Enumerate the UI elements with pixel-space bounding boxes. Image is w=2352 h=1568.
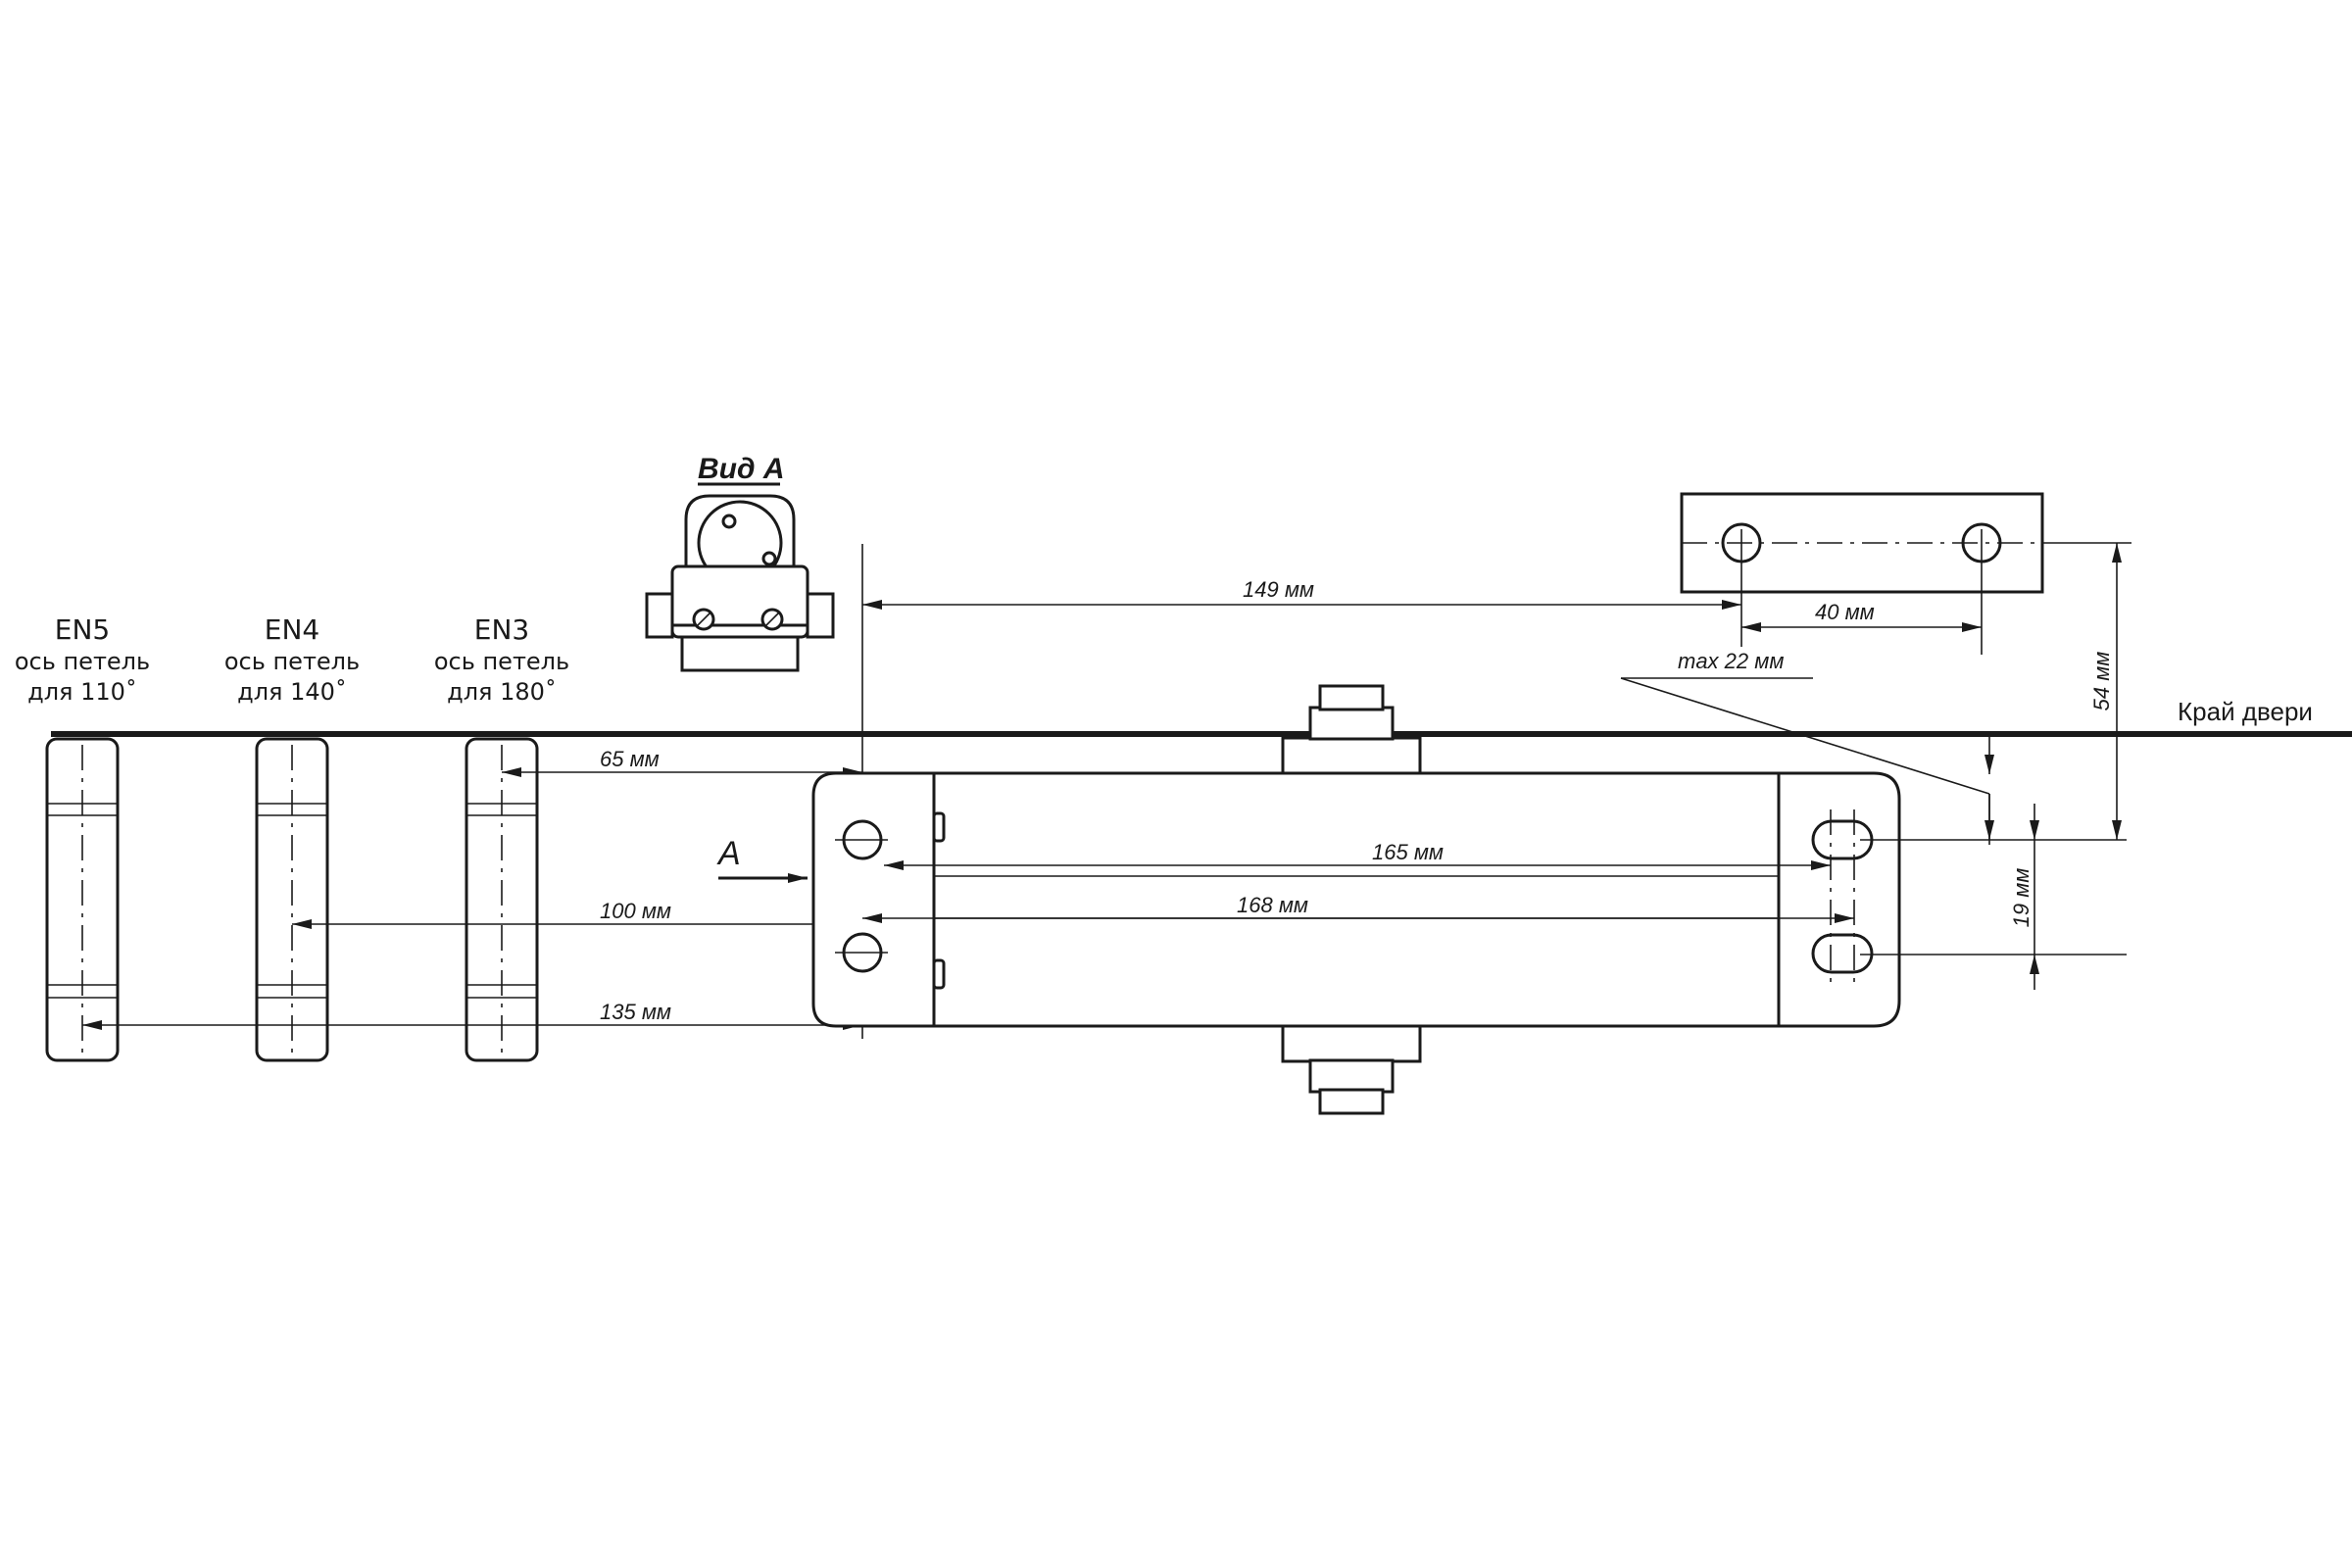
dimension-65-label: 65 мм: [600, 747, 660, 771]
dimension-max22-label: max 22 мм: [1678, 649, 1784, 673]
hinge-en5-line2: для 110˚: [27, 678, 137, 706]
hinge-en3-model: EN3: [474, 613, 529, 646]
dimension-40-label: 40 мм: [1815, 600, 1875, 624]
left-mounting-holes: [835, 819, 888, 973]
door-edge-label: Край двери: [2178, 697, 2313, 726]
hinge-en5: EN5 ось петель для 110˚: [15, 613, 150, 1062]
door-closer-body: [811, 684, 1901, 1115]
arm-shoe-plate: [1680, 492, 2044, 655]
dimension-135-label: 135 мм: [600, 1000, 671, 1024]
dimension-135: 135 мм: [82, 1000, 862, 1030]
hinge-en5-line1: ось петель: [15, 648, 150, 675]
dimension-165-label: 165 мм: [1372, 840, 1444, 864]
view-a-arrow: А: [716, 835, 808, 883]
view-a: Вид А: [645, 453, 835, 672]
dimension-168-label: 168 мм: [1237, 893, 1308, 917]
dimension-165: 165 мм: [884, 840, 1831, 870]
hinge-en3: EN3 ось петель для 180˚: [434, 613, 569, 1062]
dimension-149: 149 мм: [862, 577, 1741, 610]
dimension-40: 40 мм: [1741, 600, 1982, 632]
dimension-54-label: 54 мм: [2089, 652, 2114, 711]
dimension-19: 19 мм: [2009, 804, 2039, 990]
hinge-en3-line1: ось петель: [434, 648, 569, 675]
dimension-19-label: 19 мм: [2009, 868, 2034, 928]
dimension-149-label: 149 мм: [1243, 577, 1314, 602]
hinge-en4-line2: для 140˚: [237, 678, 347, 706]
hinge-en4-line1: ось петель: [224, 648, 360, 675]
hinge-en4-model: EN4: [265, 613, 319, 646]
view-a-label: Вид А: [698, 453, 785, 485]
dimension-65: 65 мм: [502, 747, 862, 777]
hinge-en3-line2: для 180˚: [447, 678, 557, 706]
dimension-168: 168 мм: [862, 893, 1854, 923]
hinge-en5-model: EN5: [55, 613, 110, 646]
dimension-100: 100 мм: [292, 899, 862, 929]
dimension-100-label: 100 мм: [600, 899, 671, 923]
view-a-arrow-label: А: [716, 835, 741, 872]
dimension-max22: max 22 мм: [1620, 649, 1994, 845]
hinge-en4: EN4 ось петель для 140˚: [224, 613, 360, 1062]
dimension-54: 54 мм: [2089, 543, 2122, 840]
